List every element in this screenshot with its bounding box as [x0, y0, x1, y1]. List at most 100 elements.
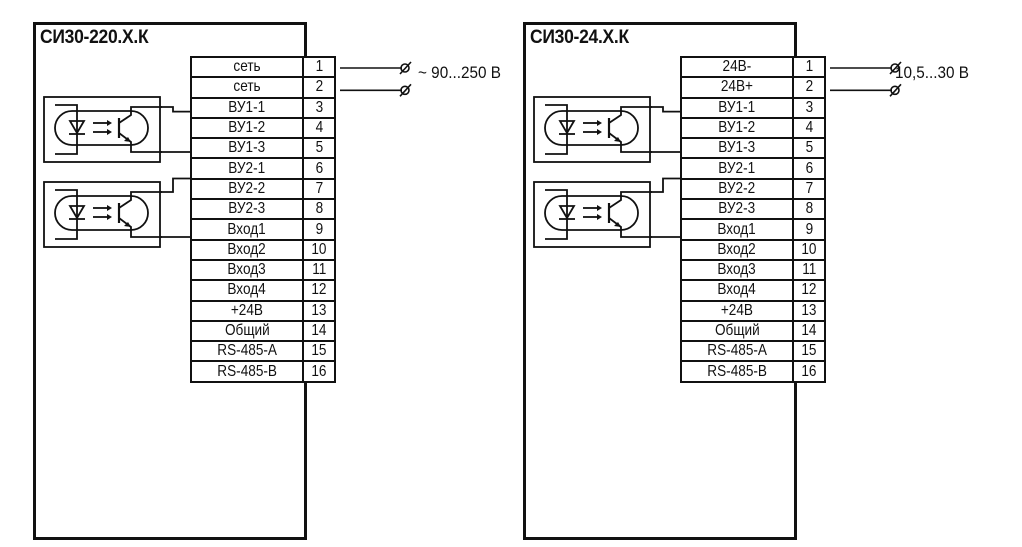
terminal-row: ВУ1-2 4 — [680, 116, 826, 140]
terminal-number: 1 — [792, 55, 826, 79]
terminal-number: 13 — [792, 299, 826, 322]
terminal-number: 13 — [302, 299, 336, 322]
terminal-label: ВУ1-1 — [190, 96, 304, 119]
terminal-number-text: 8 — [315, 200, 323, 218]
terminal-label: +24В — [680, 299, 794, 322]
terminal-number: 5 — [302, 137, 336, 160]
terminal-label: ВУ1-2 — [680, 116, 794, 140]
terminal-label: Вход3 — [680, 258, 794, 282]
terminal-label: Вход4 — [680, 279, 794, 302]
terminal-number: 15 — [302, 340, 336, 363]
terminal-screw-icon — [400, 85, 410, 96]
terminal-row: ВУ2-2 7 — [680, 177, 826, 201]
terminal-label: сеть — [190, 76, 304, 99]
terminal-number-text: 7 — [315, 179, 323, 197]
terminal-number-text: 4 — [805, 119, 813, 137]
terminal-number-text: 9 — [315, 220, 323, 238]
terminal-number-text: 3 — [315, 98, 323, 116]
terminal-label-text: Общий — [224, 322, 270, 339]
terminal-number: 10 — [302, 238, 336, 261]
terminal-label: ВУ1-3 — [680, 137, 794, 160]
terminal-label: 24В- — [680, 55, 794, 79]
terminal-number-text: 14 — [801, 322, 817, 339]
terminal-label: ВУ2-1 — [190, 157, 304, 180]
terminal-label-text: сеть — [233, 78, 261, 96]
terminal-label: RS-485-A — [190, 340, 304, 363]
terminal-screw-icon — [400, 63, 410, 73]
terminal-number: 15 — [792, 340, 826, 363]
terminal-row: Общий 14 — [190, 319, 336, 343]
terminal-number-text: 2 — [805, 78, 813, 96]
terminal-number-text: 11 — [801, 261, 817, 279]
device-title: СИ30-24.Х.К — [530, 27, 629, 48]
terminal-row: Вход3 11 — [680, 258, 826, 282]
terminal-label: RS-485-B — [190, 360, 304, 383]
terminal-label: RS-485-B — [680, 360, 794, 383]
terminal-label-text: ВУ1-3 — [718, 139, 756, 157]
terminal-screw-slash — [399, 83, 412, 97]
terminal-label-text: Общий — [714, 322, 760, 339]
terminal-number-text: 14 — [311, 322, 327, 339]
terminal-label-text: ВУ2-3 — [228, 200, 266, 218]
terminal-label-text: ВУ2-2 — [718, 179, 756, 197]
terminal-label: ВУ1-3 — [190, 137, 304, 160]
terminal-number-text: 8 — [805, 200, 813, 218]
terminal-label: Общий — [190, 319, 304, 343]
terminal-label-text: ВУ1-1 — [718, 98, 756, 116]
terminal-label-text: RS-485-A — [217, 342, 277, 360]
terminal-row: сеть 1 — [190, 55, 336, 79]
terminal-number: 16 — [302, 360, 336, 383]
terminal-label-text: +24В — [230, 301, 264, 319]
terminal-number-text: 3 — [805, 98, 813, 116]
terminal-number: 4 — [302, 116, 336, 140]
terminal-label-text: Вход3 — [717, 261, 757, 279]
terminal-row: ВУ2-3 8 — [190, 198, 336, 221]
terminal-number: 1 — [302, 55, 336, 79]
terminal-row: Общий 14 — [680, 319, 826, 343]
supply-voltage-label: ~ 90...250 В — [418, 63, 501, 82]
terminal-label: ВУ1-2 — [190, 116, 304, 140]
terminal-label: 24В+ — [680, 76, 794, 99]
terminal-label-text: 24В- — [722, 58, 752, 76]
terminal-label-text: ВУ1-3 — [228, 139, 266, 157]
terminal-number-text: 13 — [311, 301, 327, 319]
terminal-row: 24В+ 2 — [680, 76, 826, 99]
terminal-number: 4 — [792, 116, 826, 140]
terminal-number-text: 9 — [805, 220, 813, 238]
terminal-label: Вход3 — [190, 258, 304, 282]
terminal-label-text: ВУ2-3 — [718, 200, 756, 218]
terminal-number-text: 16 — [801, 362, 817, 380]
terminal-row: ВУ1-3 5 — [680, 137, 826, 160]
terminal-label-text: ВУ2-2 — [228, 179, 266, 197]
terminal-label-text: RS-485-B — [217, 362, 277, 380]
terminal-label-text: сеть — [233, 58, 261, 76]
terminal-number: 12 — [792, 279, 826, 302]
terminal-number: 8 — [792, 198, 826, 221]
terminal-row: RS-485-B 16 — [680, 360, 826, 383]
terminal-label: Вход4 — [190, 279, 304, 302]
terminal-number-text: 15 — [801, 342, 817, 360]
terminal-label-text: RS-485-A — [707, 342, 767, 360]
terminal-number: 10 — [792, 238, 826, 261]
terminal-number: 6 — [792, 157, 826, 180]
terminal-number-text: 7 — [805, 179, 813, 197]
terminal-number: 11 — [792, 258, 826, 282]
terminal-number: 5 — [792, 137, 826, 160]
terminal-number-text: 10 — [801, 240, 817, 258]
terminal-label: RS-485-A — [680, 340, 794, 363]
terminal-number: 3 — [302, 96, 336, 119]
terminal-number: 14 — [792, 319, 826, 343]
terminal-label-text: ВУ1-1 — [228, 98, 266, 116]
terminal-label-text: RS-485-B — [707, 362, 767, 380]
terminal-number-text: 1 — [805, 58, 813, 76]
terminal-number-text: 4 — [315, 119, 323, 137]
terminal-label: ВУ2-1 — [680, 157, 794, 180]
terminal-label-text: Вход4 — [227, 281, 267, 299]
